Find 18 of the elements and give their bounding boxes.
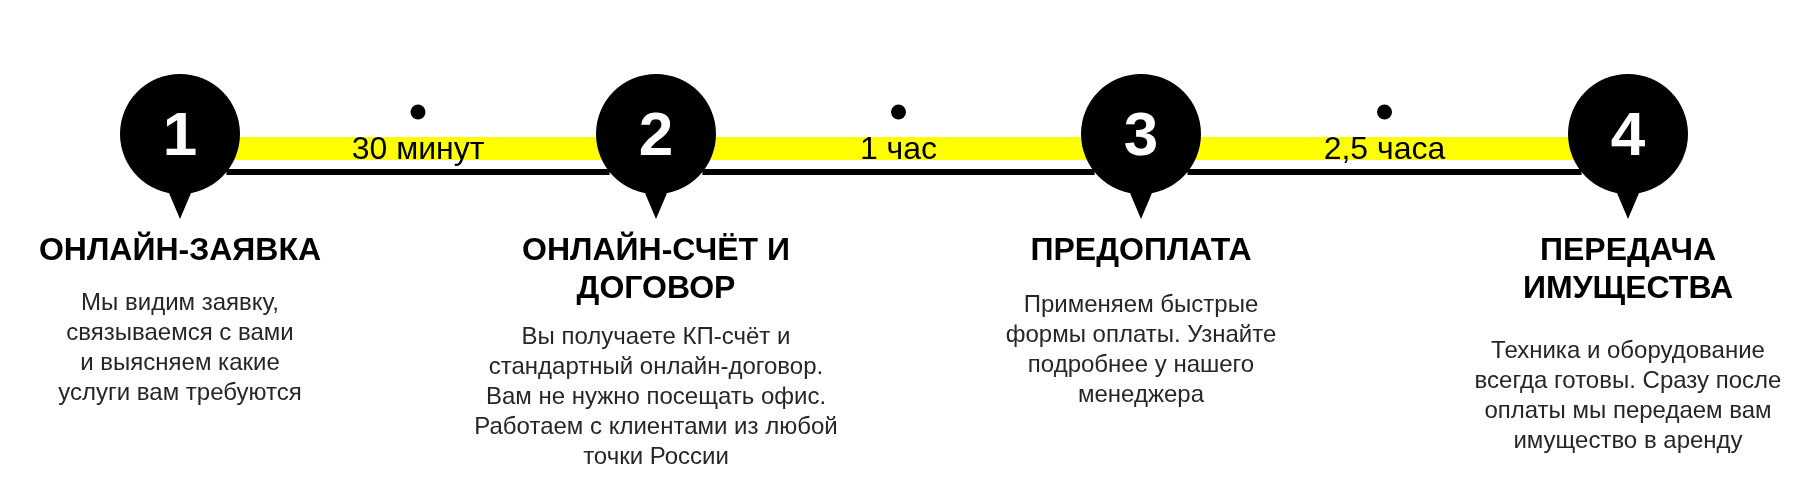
step-number: 4 (1610, 103, 1646, 165)
step-title: ПЕРЕДАЧА ИМУЩЕСТВА (1522, 230, 1734, 306)
timeline-line (702, 169, 1095, 175)
step-description: Вы получаете КП-счёт и стандартный онлайн-договор. Вам не нужно посещать офис. Работаем с клиентами из любой точки России (473, 321, 839, 471)
timeline-line (1187, 169, 1582, 175)
duration-label: 2,5 часа (1323, 132, 1446, 164)
step-description: Мы видим заявку, связываемся с вами и выясняем какие услуги вам требуются (57, 287, 303, 407)
step-description: Техника и оборудование всегда готовы. Сразу после оплаты мы передаем вам имущество в аренду (1474, 335, 1782, 455)
step-title: ОНЛАЙН-СЧЁТ И ДОГОВОР (521, 230, 791, 306)
step-number: 1 (162, 103, 198, 165)
duration-label: 30 минут (351, 132, 485, 164)
step-title: ОНЛАЙН-ЗАЯВКА (38, 230, 322, 268)
step-number: 3 (1123, 103, 1159, 165)
step-number: 2 (638, 103, 674, 165)
duration-label: 1 час (859, 132, 938, 164)
step-title: ПРЕДОПЛАТА (1030, 230, 1252, 268)
step-description: Применяем быстрые формы оплаты. Узнайте подробнее у нашего менеджера (1005, 289, 1277, 409)
timeline-line (226, 169, 610, 175)
